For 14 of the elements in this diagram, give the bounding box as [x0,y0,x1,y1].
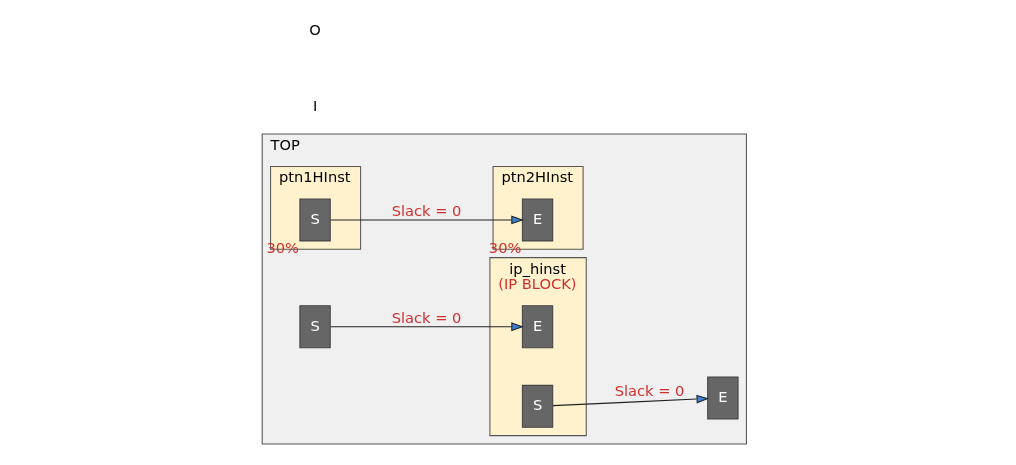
edge-label: Slack = 0 [391,308,461,326]
arrow [329,215,524,225]
edge-label: Slack = 0 [391,201,461,219]
label: O [308,21,321,39]
node-box: S [298,198,331,242]
arrow [329,322,524,332]
node-box: S [521,384,553,428]
node-box: E [521,305,553,349]
node-box: E [521,198,553,242]
arrow [551,394,709,407]
node-box: E [706,376,739,420]
node-box: S [298,305,331,349]
label: I [312,96,317,114]
edge-label: Slack = 0 [614,382,684,400]
